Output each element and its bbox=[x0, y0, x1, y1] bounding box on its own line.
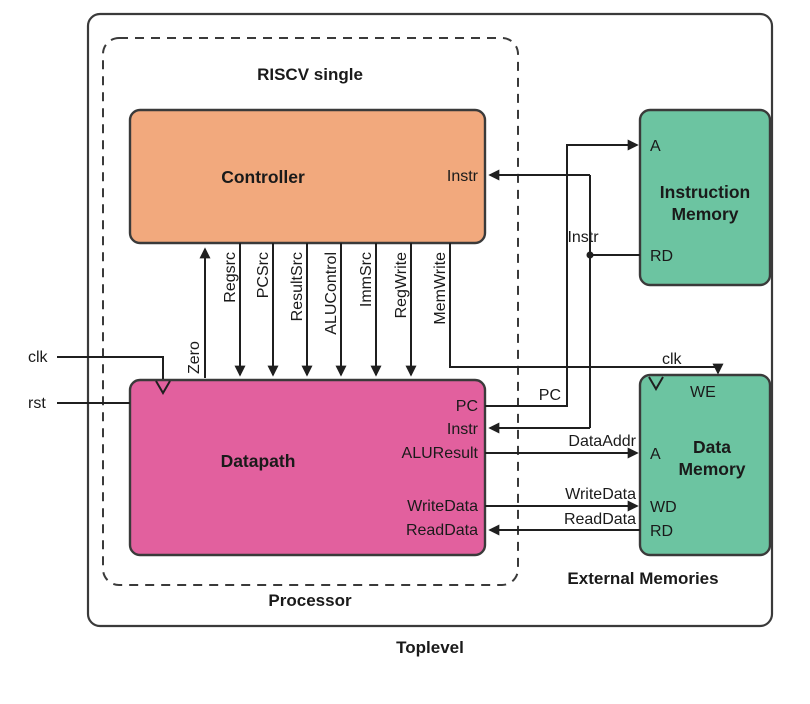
data-memory-clock-triangle-icon bbox=[648, 376, 664, 391]
riscv-single-title: RISCV single bbox=[257, 65, 363, 84]
controller-title: Controller bbox=[221, 167, 305, 187]
instruction-memory-port-a: A bbox=[650, 138, 661, 155]
instruction-memory-title-line1: Instruction bbox=[660, 182, 750, 202]
datapath-port-writedata: WriteData bbox=[407, 498, 478, 515]
datapath-port-aluresult: ALUResult bbox=[402, 445, 479, 462]
toplevel-box bbox=[86, 12, 774, 628]
signal-label-regwrite: RegWrite bbox=[393, 252, 410, 318]
instruction-memory-block bbox=[638, 108, 772, 287]
wire-pc bbox=[485, 139, 639, 407]
signal-label-regsrc: Regsrc bbox=[222, 252, 239, 303]
data-memory-port-rd: RD bbox=[650, 523, 673, 540]
signal-label-resultsrc: ResultSrc bbox=[289, 252, 306, 321]
processor-dashed-box bbox=[102, 37, 519, 586]
datapath-port-instr: Instr bbox=[447, 421, 479, 438]
wire-label-dataaddr: DataAddr bbox=[568, 433, 636, 450]
controller-port-instr: Instr bbox=[447, 168, 479, 185]
wire-label-instr: Instr bbox=[567, 229, 599, 246]
wire-memwrite bbox=[449, 243, 724, 375]
instruction-memory-title-line2: Memory bbox=[671, 204, 738, 224]
data-memory-title-line2: Memory bbox=[678, 459, 745, 479]
wire-label-readdata: ReadData bbox=[564, 511, 636, 528]
instr-junction-dot bbox=[586, 251, 594, 259]
data-memory-block bbox=[638, 373, 772, 557]
datapath-title: Datapath bbox=[221, 451, 296, 471]
data-memory-port-a: A bbox=[650, 446, 661, 463]
rst-input-label: rst bbox=[28, 395, 46, 412]
signal-label-memwrite: MemWrite bbox=[432, 252, 449, 325]
datapath-port-readdata: ReadData bbox=[406, 522, 478, 539]
wire-clk bbox=[57, 356, 164, 379]
toplevel-label: Toplevel bbox=[396, 638, 464, 657]
signal-label-immsrc: ImmSrc bbox=[358, 252, 375, 307]
controller-block bbox=[128, 108, 487, 245]
signal-label-pcsrc: PCSrc bbox=[255, 252, 272, 298]
data-memory-port-we: WE bbox=[690, 384, 716, 401]
signal-label-zero: Zero bbox=[186, 341, 203, 374]
datapath-clock-triangle-icon bbox=[155, 380, 171, 395]
data-memory-clk-label: clk bbox=[662, 351, 683, 368]
processor-label: Processor bbox=[268, 591, 352, 610]
data-memory-port-wd: WD bbox=[650, 499, 677, 516]
external-memories-label: External Memories bbox=[567, 569, 718, 588]
datapath-port-pc: PC bbox=[456, 398, 478, 415]
wire-label-writedata: WriteData bbox=[565, 486, 636, 503]
signal-label-alucontrol: ALUControl bbox=[323, 252, 340, 335]
clk-input-label: clk bbox=[28, 349, 49, 366]
data-memory-title-line1: Data bbox=[693, 437, 731, 457]
datapath-block bbox=[128, 378, 487, 557]
wire-label-pc: PC bbox=[539, 387, 561, 404]
instruction-memory-port-rd: RD bbox=[650, 248, 673, 265]
